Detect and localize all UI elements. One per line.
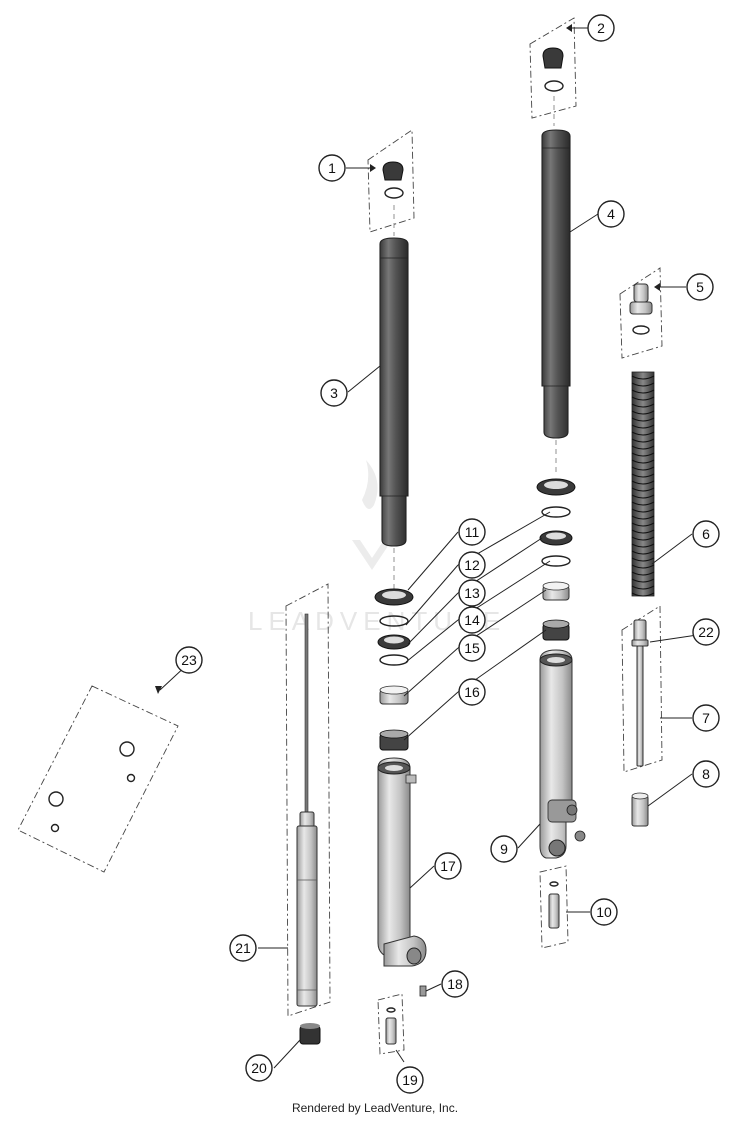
callout-15: 15	[458, 634, 486, 662]
callout-4: 4	[597, 200, 625, 228]
svg-text:2: 2	[597, 20, 605, 36]
svg-text:14: 14	[464, 612, 480, 628]
callout-16: 16	[458, 678, 486, 706]
svg-text:15: 15	[464, 640, 480, 656]
preload-rod-7	[621, 605, 663, 773]
callout-8: 8	[692, 760, 720, 788]
svg-text:8: 8	[702, 766, 710, 782]
axle-clamp-10	[539, 865, 569, 949]
callout-23: 23	[175, 646, 203, 674]
svg-text:10: 10	[596, 904, 612, 920]
callout-9: 9	[490, 835, 518, 863]
svg-text:5: 5	[696, 279, 704, 295]
watermark-text: LEADVENTURE	[248, 606, 506, 636]
leader-lines	[155, 24, 705, 1069]
damper-cartridge-21	[285, 583, 331, 1017]
callout-10: 10	[590, 898, 618, 926]
svg-text:17: 17	[440, 858, 456, 874]
callout-12: 12	[458, 551, 486, 579]
top-cap-1	[367, 129, 415, 233]
callout-1: 1	[318, 154, 346, 182]
bushings-seals-right-stack	[536, 478, 576, 641]
lower-leg-17	[377, 757, 427, 967]
callout-22: 22	[692, 618, 720, 646]
svg-text:20: 20	[251, 1060, 267, 1076]
svg-text:16: 16	[464, 684, 480, 700]
callout-14: 14	[458, 606, 486, 634]
callout-20: 20	[245, 1054, 273, 1082]
top-cap-2	[529, 17, 577, 119]
callout-6: 6	[692, 520, 720, 548]
axle-clamp-19	[377, 993, 405, 1055]
watermark: LEADVENTURE	[248, 460, 506, 636]
svg-text:12: 12	[464, 557, 480, 573]
callout-11: 11	[458, 518, 486, 546]
svg-text:6: 6	[702, 526, 710, 542]
cartridge-nut-20	[299, 1023, 321, 1045]
svg-text:4: 4	[607, 206, 615, 222]
callout-21: 21	[229, 934, 257, 962]
callout-18: 18	[441, 970, 469, 998]
adjuster-cap-5	[619, 267, 663, 359]
svg-text:21: 21	[235, 940, 251, 956]
spacer-8	[631, 792, 649, 827]
callout-2: 2	[587, 14, 615, 42]
svg-text:9: 9	[500, 841, 508, 857]
svg-text:13: 13	[464, 585, 480, 601]
spring-6	[631, 371, 655, 597]
lower-leg-9	[539, 649, 586, 859]
svg-text:1: 1	[328, 160, 336, 176]
callout-7: 7	[692, 704, 720, 732]
bleed-screw-18	[419, 985, 427, 997]
svg-text:11: 11	[465, 524, 480, 540]
callout-5: 5	[686, 273, 714, 301]
callout-17: 17	[434, 852, 462, 880]
svg-text:19: 19	[402, 1072, 418, 1088]
svg-text:7: 7	[702, 710, 710, 726]
svg-text:22: 22	[698, 624, 714, 640]
svg-text:18: 18	[447, 976, 463, 992]
callout-3: 3	[320, 379, 348, 407]
callout-13: 13	[458, 579, 486, 607]
callout-19: 19	[396, 1066, 424, 1094]
svg-text:23: 23	[181, 652, 197, 668]
spring-coils	[631, 375, 655, 597]
seal-kit-23	[17, 685, 179, 873]
upper-tube-3	[379, 237, 409, 547]
upper-tube-4	[541, 129, 571, 439]
svg-text:3: 3	[330, 385, 338, 401]
footer-credit: Rendered by LeadVenture, Inc.	[291, 1101, 459, 1115]
